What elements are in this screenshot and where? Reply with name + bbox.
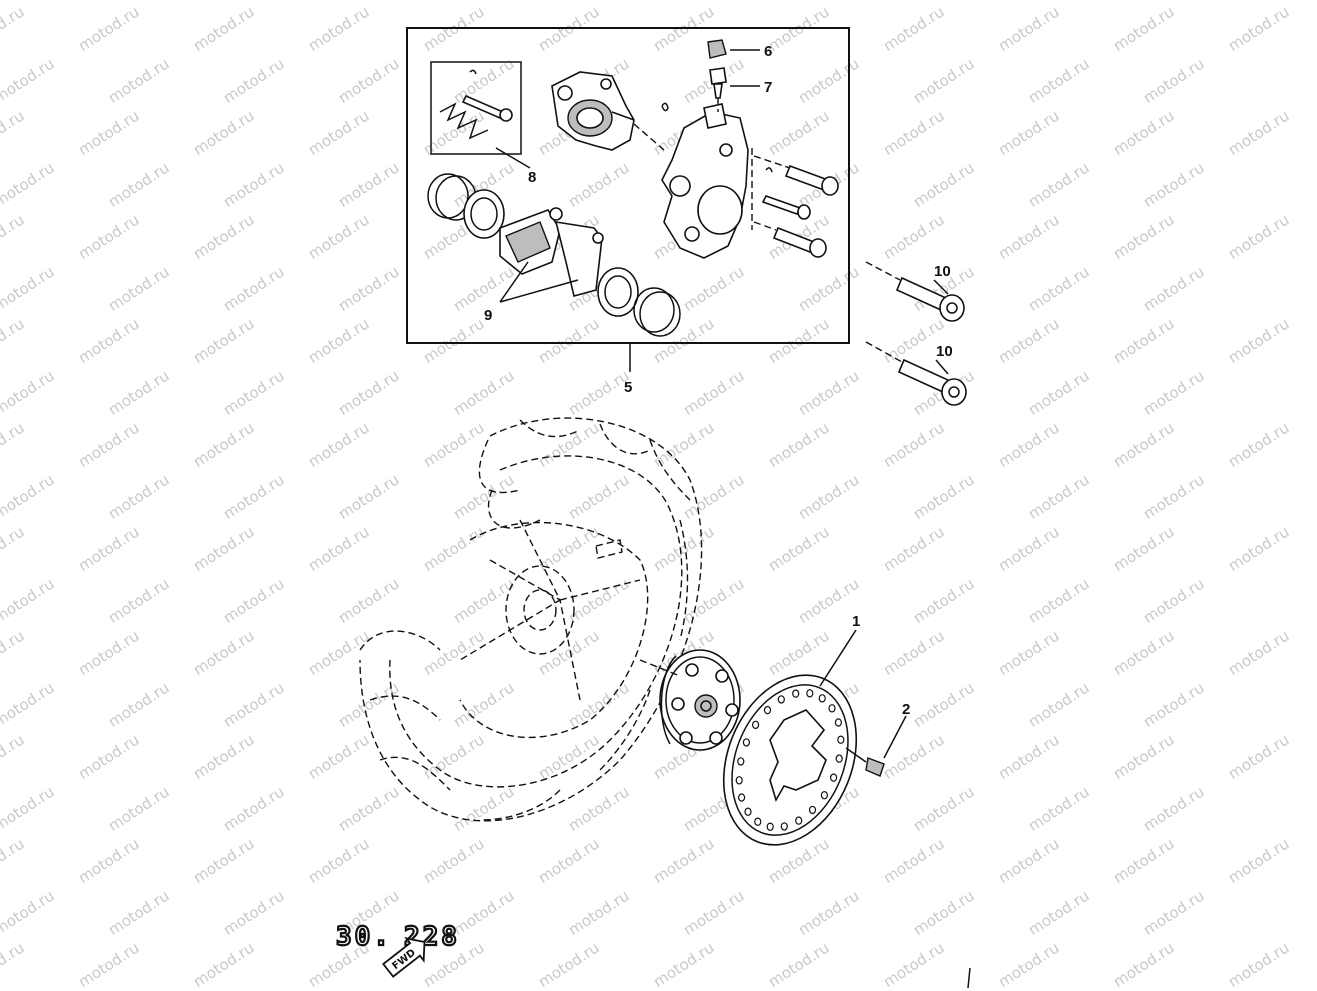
callout-7: 7	[764, 79, 772, 96]
mount-bolt-upper	[895, 276, 965, 322]
callout-8: 8	[528, 169, 536, 186]
disc-hole	[751, 720, 760, 730]
caliper-bracket	[551, 71, 669, 151]
piston-right	[597, 267, 639, 317]
disc-hole	[763, 705, 772, 715]
scan-mark	[967, 967, 971, 988]
callout-1: 1	[852, 613, 860, 630]
callout-6: 6	[764, 43, 772, 60]
disc-hole	[744, 807, 752, 816]
pad-pin-bolt	[439, 69, 513, 140]
disc-hole	[766, 822, 774, 831]
piston-seal-right	[633, 287, 681, 337]
disc-hole	[777, 695, 785, 704]
disc-hole	[806, 689, 814, 698]
disc-holes	[735, 689, 845, 831]
disc-hole	[737, 757, 745, 766]
guide-line	[633, 123, 665, 151]
callout-10-upper: 10	[934, 263, 951, 280]
brake-pad-rear	[554, 221, 604, 297]
disc-hole	[828, 704, 836, 713]
disc-hole	[808, 805, 817, 815]
guide-line	[865, 341, 903, 363]
bleed-screw	[709, 67, 727, 99]
mount-bolt-lower	[897, 358, 967, 406]
caliper-assembly-frame	[406, 27, 850, 344]
disc-hole	[820, 791, 829, 800]
fwd-direction-badge: FWD	[382, 936, 426, 978]
bleed-cap	[707, 39, 727, 59]
caliper-pin	[761, 167, 811, 220]
leader-line	[495, 147, 531, 169]
disc-bolt	[845, 747, 885, 777]
disc-hole	[837, 735, 845, 744]
pad-pin-inset-frame	[430, 61, 522, 155]
disc-hole	[829, 773, 838, 782]
disc-hole	[818, 694, 826, 703]
disc-hole	[780, 822, 788, 831]
caliper-body	[661, 103, 749, 259]
wheel-phantom	[359, 417, 703, 822]
diagram-code: 30.	[336, 922, 392, 952]
disc-hole	[735, 776, 743, 785]
guide-line	[639, 659, 681, 677]
disc-hole	[742, 738, 751, 747]
leader-line	[499, 261, 579, 303]
brake-disc	[722, 674, 858, 846]
piston-left	[463, 189, 505, 239]
guide-line	[865, 261, 901, 281]
leader-line	[819, 629, 857, 687]
callout-2: 2	[902, 701, 910, 718]
diagram-code-suffix: 228	[404, 922, 460, 952]
disc-hole	[792, 689, 800, 698]
callout-5: 5	[624, 379, 632, 396]
hub-damper	[659, 649, 741, 751]
disc-hole	[834, 718, 843, 727]
caliper-bolt-lower	[772, 226, 827, 258]
disc-hole	[737, 793, 746, 802]
leader-line	[933, 279, 949, 295]
callout-10-lower: 10	[936, 343, 953, 360]
caliper-bolt-upper	[784, 164, 839, 196]
disc-hole	[835, 754, 843, 763]
guide-line	[753, 221, 777, 231]
disc-hole	[795, 816, 803, 825]
brake-pad-front	[499, 207, 563, 275]
leader-line	[883, 715, 907, 759]
disc-hole	[754, 817, 762, 826]
callout-9: 9	[484, 307, 492, 324]
leader-line	[935, 359, 949, 375]
guide-line	[753, 155, 791, 169]
